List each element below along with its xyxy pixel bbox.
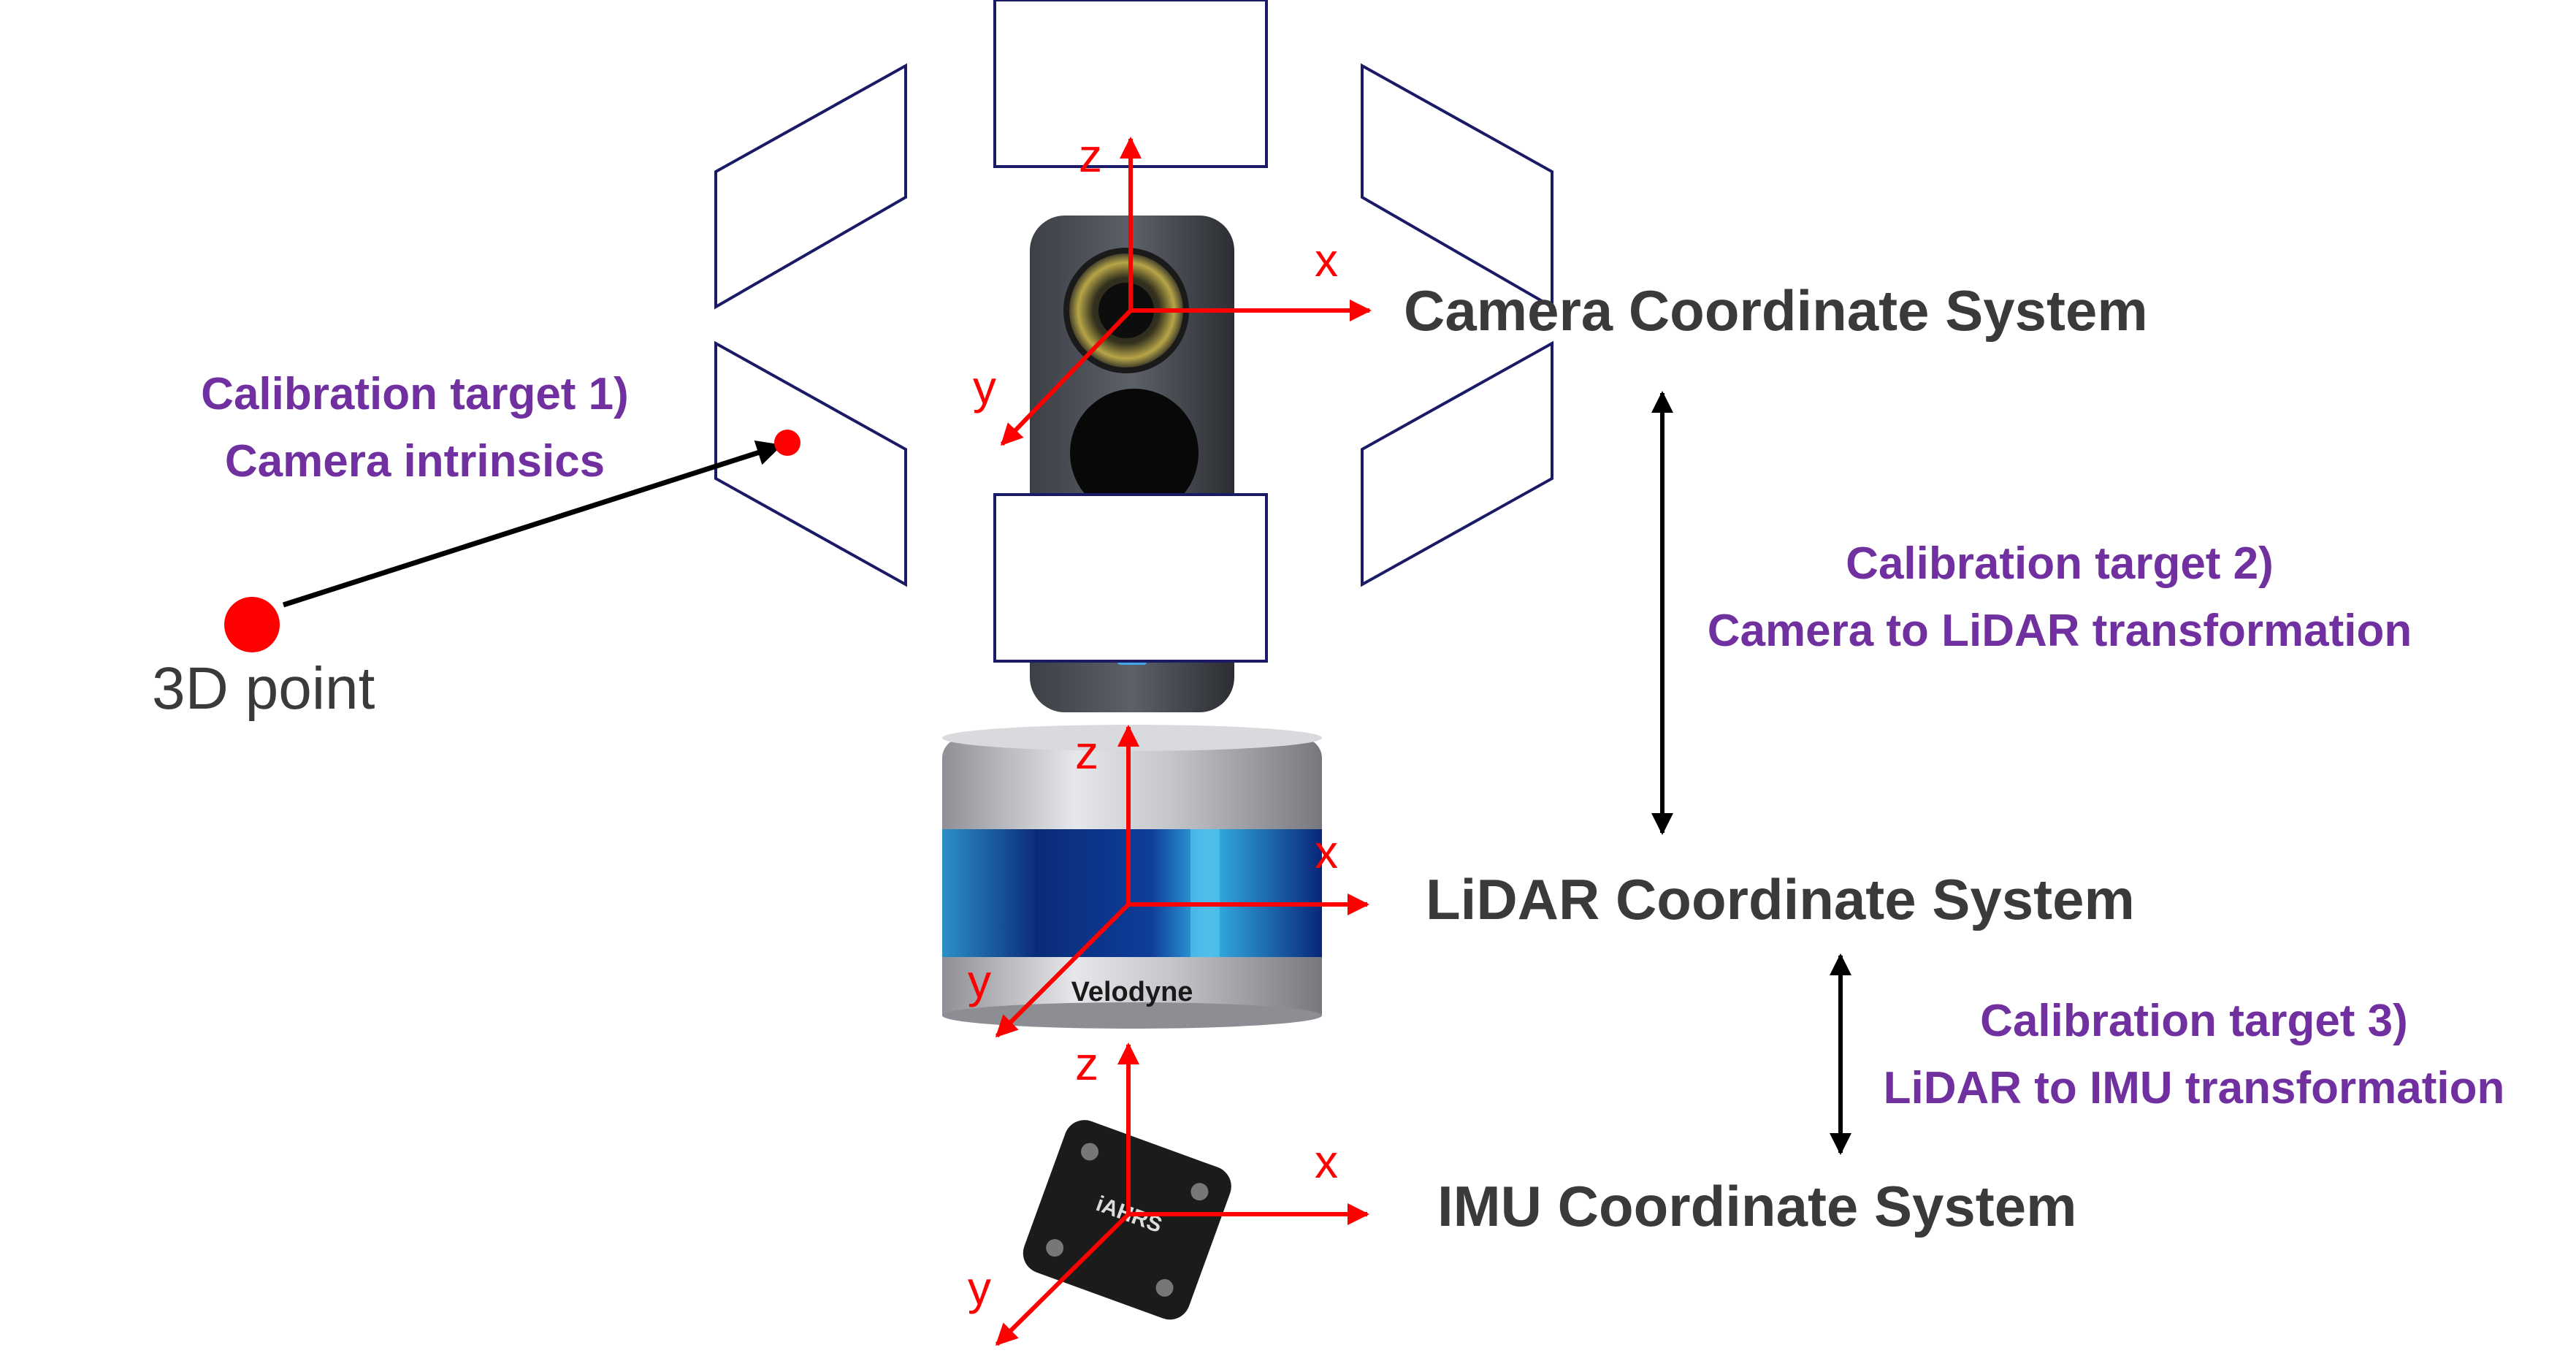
lidar-device: Velodyne — [942, 725, 1322, 1029]
camera-axes — [1000, 137, 1372, 446]
imu-y-label: y — [968, 1262, 991, 1314]
target2-line1: Calibration target 2) — [1846, 538, 2274, 589]
camera-system-heading: Camera Coordinate System — [1404, 278, 2148, 343]
target1-line2: Camera intrinsics — [225, 436, 605, 487]
imu-x-label: x — [1315, 1135, 1338, 1188]
axis-letters: z x y z x y z x y — [968, 129, 1338, 1314]
projected-point — [774, 430, 800, 456]
imu-y-axis — [995, 1212, 1131, 1346]
lidar-z-label: z — [1075, 726, 1098, 779]
world-point — [224, 597, 280, 652]
lidar-x-label: x — [1315, 826, 1338, 878]
target3-line2: LiDAR to IMU transformation — [1884, 1063, 2505, 1113]
frame-mid-left — [714, 340, 907, 587]
point-label: 3D point — [152, 655, 375, 722]
camera-y-label: y — [973, 361, 996, 413]
frame-bottom-center — [993, 493, 1268, 663]
calibration-notes: Calibration target 1) Camera intrinsics … — [201, 369, 2504, 1113]
camera-z-label: z — [1079, 129, 1102, 182]
target1-line1: Calibration target 1) — [201, 369, 629, 419]
projection-ray — [282, 440, 783, 608]
imu-z-label: z — [1075, 1037, 1098, 1090]
target2-line2: Camera to LiDAR transformation — [1708, 606, 2412, 656]
lidar-y-label: y — [968, 955, 991, 1007]
camera-x-label: x — [1315, 234, 1338, 286]
target3-line1: Calibration target 3) — [1980, 996, 2408, 1046]
calibration-frames — [714, 63, 1553, 587]
camera-y-axis — [1000, 308, 1133, 446]
imu-axes — [995, 1043, 1369, 1346]
point-projection — [224, 430, 800, 652]
lidar-system-heading: LiDAR Coordinate System — [1426, 867, 2135, 931]
frame-mid-right — [1361, 340, 1553, 587]
system-headings: Camera Coordinate System LiDAR Coordinat… — [1404, 278, 2148, 1238]
lidar-brand-label: Velodyne — [1071, 977, 1193, 1007]
lidar-axes — [995, 725, 1369, 1038]
frame-top-right — [1361, 63, 1553, 310]
lidar-y-axis — [995, 902, 1131, 1038]
frame-top-left — [714, 63, 907, 310]
imu-system-heading: IMU Coordinate System — [1437, 1174, 2076, 1238]
